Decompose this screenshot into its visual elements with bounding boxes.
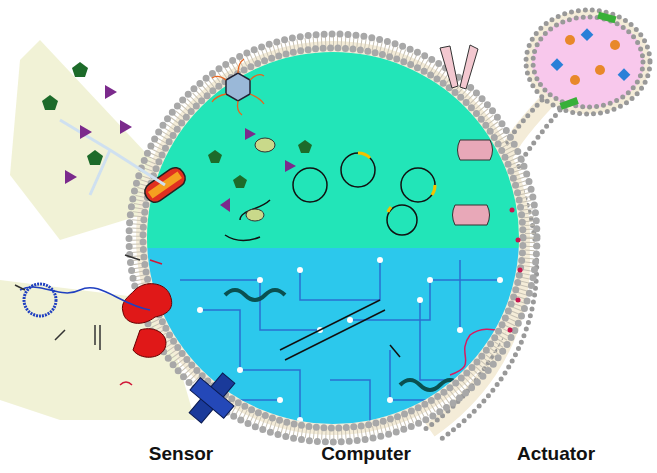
enzymes [453,140,493,225]
signal-path [60,120,165,195]
ligand-pentagon [208,140,312,188]
vesicle-membrane [526,10,650,114]
mrna [240,200,270,220]
fusion-markers [508,208,523,333]
ligand-pentagon [72,62,88,77]
cargo [565,35,575,45]
ribosome-product [246,209,264,221]
membrane-heads [533,17,643,107]
circuit-traces [180,260,510,430]
vesicle-lumen [532,16,644,108]
ligand-pentagon [42,95,58,110]
cargo [570,75,580,85]
polymer-chain [20,287,150,310]
cargo [581,28,594,41]
snare-protein [560,97,579,110]
polymer-coil [24,284,56,316]
cargo [610,40,620,50]
metabolic-compartment [140,40,540,248]
section-label: Computer [321,443,411,465]
ligand-triangle [65,170,77,184]
flow-arrow [390,345,400,357]
dna-strand [400,380,460,390]
flow-arrow [225,235,260,241]
membrane-heads [526,10,650,114]
ligand-triangle [120,120,132,134]
ligand-triangle [220,128,296,212]
oligo-strands [120,260,162,385]
pore-protein [440,45,478,89]
capsid-fibers [212,59,264,115]
ligand-triangle [105,85,117,99]
dna-strand [225,290,285,300]
metabolite [255,138,275,152]
capsid [226,73,250,101]
transporter [178,364,245,432]
cargo [595,65,605,75]
snare-protein [597,12,616,23]
dna-duplex [280,300,385,360]
gene-insert [358,153,435,212]
circuit-compartment [140,248,540,448]
ligand-pentagon [87,150,103,165]
section-label: Sensor [149,443,213,465]
plasmids [293,153,435,235]
protein-mesh [450,329,530,375]
section-label: Actuator [517,443,595,465]
oligo-strands [15,255,140,350]
aptamer-receptor [133,329,166,358]
ligand-triangle [80,125,92,139]
cargo [551,58,564,71]
cargo [618,68,631,81]
